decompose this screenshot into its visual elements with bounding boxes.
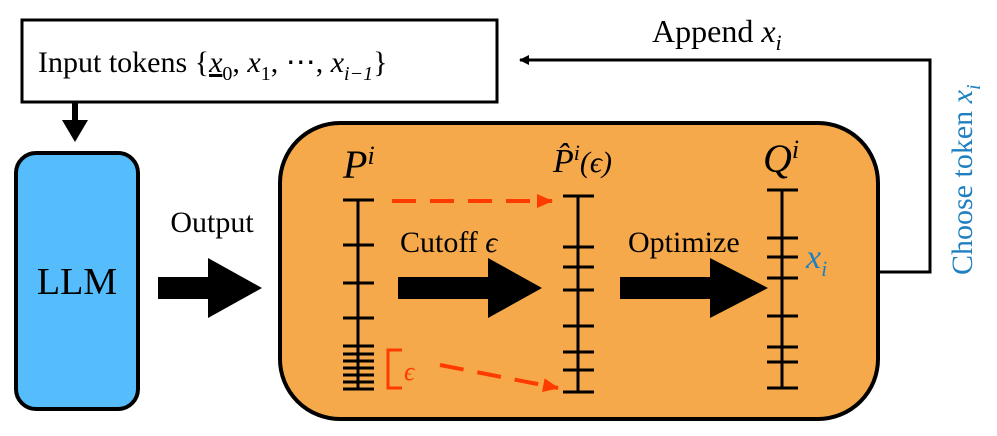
input-tokens-label: Input tokens {x0, x1, ⋯, xi−1}	[38, 46, 388, 85]
output-arrow	[158, 258, 262, 318]
chosen-token-label: xi	[805, 239, 827, 281]
choose-token-label: Choose token xi	[946, 84, 985, 275]
epsilon-bracket: ϵ	[386, 348, 416, 390]
input-to-llm-arrow	[62, 102, 88, 142]
input-tokens-box: Input tokens {x0, x1, ⋯, xi−1}	[20, 18, 499, 104]
bottom-dashed-arrow	[439, 363, 559, 393]
dist-p-label: Pi	[342, 141, 375, 187]
append-label: Append xi	[652, 13, 782, 55]
distribution-q-scale: Qi xi	[763, 135, 827, 390]
llm-label: LLM	[37, 261, 117, 303]
optimize-label: Optimize	[628, 226, 740, 259]
dist-phat-label: P̂i(ϵ)	[552, 140, 612, 180]
cutoff-arrow	[398, 258, 542, 318]
output-label: Output	[170, 206, 254, 239]
dist-q-label: Qi	[763, 135, 799, 181]
cutoff-label: Cutoff ϵ	[400, 226, 499, 259]
distribution-phat-scale: P̂i(ϵ)	[552, 140, 612, 394]
feedback-loop-arrow	[519, 55, 932, 274]
epsilon-label: ϵ	[404, 357, 416, 386]
optimize-arrow	[620, 258, 768, 318]
distribution-p-scale: Pi	[342, 141, 375, 391]
llm-box: LLM	[14, 151, 140, 411]
